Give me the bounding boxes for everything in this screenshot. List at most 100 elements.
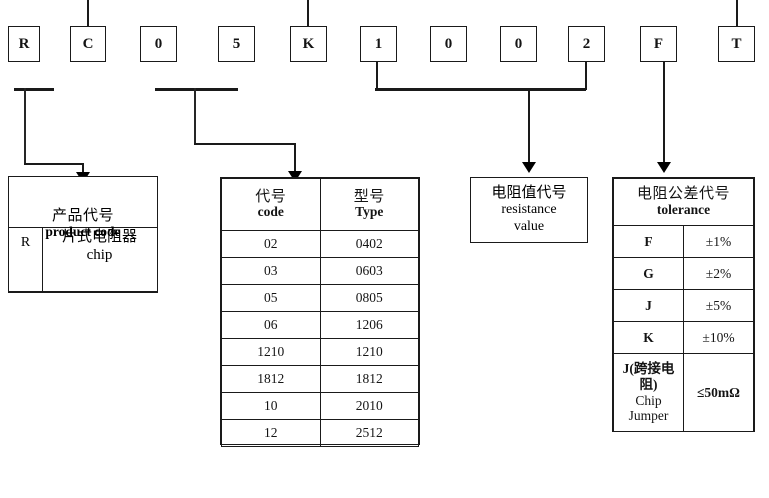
table-row: 06 1206 <box>221 311 419 339</box>
tolerance-header-cn: 电阻公差代号 <box>636 186 730 203</box>
tolerance-code-cell: J <box>613 289 684 322</box>
stub-above-box-t <box>736 0 738 26</box>
jumper-code-cn-1: J(跨接电 <box>622 360 675 376</box>
resistance-value-label-en-1: resistance <box>501 202 557 218</box>
stub-above-box-k <box>307 0 309 26</box>
tolerance-table: 电阻公差代号 tolerance F ±1% G ±2% J ±5% <box>612 177 755 432</box>
part-number-box-2[interactable]: C <box>70 26 106 62</box>
product-code-meaning: 片式电阻器 chip <box>42 229 157 264</box>
tolerance-code-cell: F <box>613 225 684 258</box>
size-code-cell: 06 <box>221 311 321 339</box>
tolerance-value-cell: ±5% <box>683 289 754 322</box>
tolerance-header-en: tolerance <box>656 201 711 217</box>
size-header-type-cn: 型号 <box>353 188 385 205</box>
tolerance-code-cell: G <box>613 257 684 290</box>
size-type-cell: 0805 <box>319 284 419 312</box>
jumper-code-cn-2: 阻) <box>639 376 658 392</box>
size-code-cell: 10 <box>221 392 321 420</box>
tolerance-code-cell: K <box>613 321 684 354</box>
size-header-type: 型号 Type <box>319 178 419 231</box>
part-number-box-1[interactable]: R <box>8 26 40 62</box>
product-code-column-divider <box>42 228 44 292</box>
connector-size-horizontal <box>194 143 295 145</box>
table-row: 03 0603 <box>221 257 419 285</box>
arrow-resistance <box>522 162 536 173</box>
part-number-box-7[interactable]: 0 <box>430 26 467 62</box>
size-code-cell: 05 <box>221 284 321 312</box>
size-type-cell: 0603 <box>319 257 419 285</box>
connector-size-top-bar <box>155 88 238 91</box>
resistance-value-text: 电阻值代号 resistance value <box>491 185 566 236</box>
tolerance-value-cell: ±2% <box>683 257 754 290</box>
size-type-cell: 1206 <box>319 311 419 339</box>
part-number-box-4[interactable]: 5 <box>218 26 255 62</box>
size-code-table-grid: 代号 code 型号 Type 02 0402 03 0603 <box>221 178 419 447</box>
jumper-code-en-1: Chip <box>635 392 662 408</box>
part-number-box-3[interactable]: 0 <box>140 26 177 62</box>
size-type-cell: 1210 <box>319 338 419 366</box>
connector-resistance-drop <box>528 88 530 164</box>
resistance-value-panel: 电阻值代号 resistance value <box>470 177 588 243</box>
product-code-meaning-en: chip <box>86 246 113 263</box>
size-type-cell: 1812 <box>319 365 419 393</box>
product-code-header: 产品代号 product code <box>9 208 157 239</box>
size-table-header-row: 代号 code 型号 Type <box>221 178 419 231</box>
part-number-box-8[interactable]: 0 <box>500 26 537 62</box>
connector-size-drop <box>294 143 296 173</box>
product-code-header-cn: 产品代号 <box>51 208 114 224</box>
size-type-cell: 2010 <box>319 392 419 420</box>
connector-productcode-drop <box>82 163 84 175</box>
connector-productcode-horizontal <box>24 163 83 165</box>
product-code-header-band <box>9 177 157 228</box>
part-number-box-6[interactable]: 1 <box>360 26 397 62</box>
connector-productcode-top-bar <box>14 88 54 91</box>
tolerance-jumper-value-cell: ≤50mΩ <box>683 353 754 432</box>
stub-above-box-c <box>87 0 89 26</box>
table-row: 05 0805 <box>221 284 419 312</box>
table-row-jumper: J(跨接电 阻) Chip Jumper ≤50mΩ <box>613 353 754 432</box>
table-row: 10 2010 <box>221 392 419 420</box>
table-row: 02 0402 <box>221 230 419 258</box>
size-header-code: 代号 code <box>221 178 321 231</box>
jumper-code-en-2: Jumper <box>628 408 669 424</box>
table-row: K ±10% <box>613 321 754 354</box>
table-row: J ±5% <box>613 289 754 322</box>
product-code-meaning-cn: 片式电阻器 <box>61 229 137 245</box>
arrow-tolerance <box>657 162 671 173</box>
connector-resistance-bar <box>375 88 586 91</box>
table-row: 12 2512 <box>221 419 419 447</box>
product-code-bottom-border <box>9 290 157 292</box>
product-code-value: R <box>20 235 31 250</box>
size-header-code-cn: 代号 <box>255 188 287 205</box>
tolerance-value-cell: ±1% <box>683 225 754 258</box>
resistance-value-label-cn: 电阻值代号 <box>491 184 567 201</box>
product-code-panel: 产品代号 product code R 片式电阻器 chip <box>8 176 158 293</box>
size-code-table: 代号 code 型号 Type 02 0402 03 0603 <box>220 177 420 447</box>
size-code-cell: 1210 <box>221 338 321 366</box>
size-type-cell: 0402 <box>319 230 419 258</box>
connector-resistance-left-riser <box>376 62 378 90</box>
size-code-cell: 03 <box>221 257 321 285</box>
table-row: G ±2% <box>613 257 754 290</box>
arrow-size <box>288 171 302 182</box>
connector-productcode-vertical <box>24 88 27 164</box>
part-number-box-9[interactable]: 2 <box>568 26 605 62</box>
table-row: F ±1% <box>613 225 754 258</box>
tolerance-jumper-code-cell: J(跨接电 阻) Chip Jumper <box>613 353 684 432</box>
tolerance-value-cell: ±10% <box>683 321 754 354</box>
size-header-code-en: code <box>257 204 284 220</box>
size-header-type-en: Type <box>355 204 384 220</box>
tolerance-header-cell: 电阻公差代号 tolerance <box>613 178 754 226</box>
part-number-box-5[interactable]: K <box>290 26 327 62</box>
connector-size-vertical <box>194 88 197 144</box>
tolerance-header-row: 电阻公差代号 tolerance <box>613 178 754 226</box>
resistance-value-label-en-2: value <box>513 218 545 234</box>
part-number-box-10[interactable]: F <box>640 26 677 62</box>
tolerance-table-grid: 电阻公差代号 tolerance F ±1% G ±2% J ±5% <box>613 178 754 432</box>
size-type-cell: 2512 <box>319 419 419 447</box>
table-row: 1210 1210 <box>221 338 419 366</box>
size-code-cell: 12 <box>221 419 321 447</box>
part-number-box-11[interactable]: T <box>718 26 755 62</box>
connector-resistance-right-riser <box>585 62 587 90</box>
